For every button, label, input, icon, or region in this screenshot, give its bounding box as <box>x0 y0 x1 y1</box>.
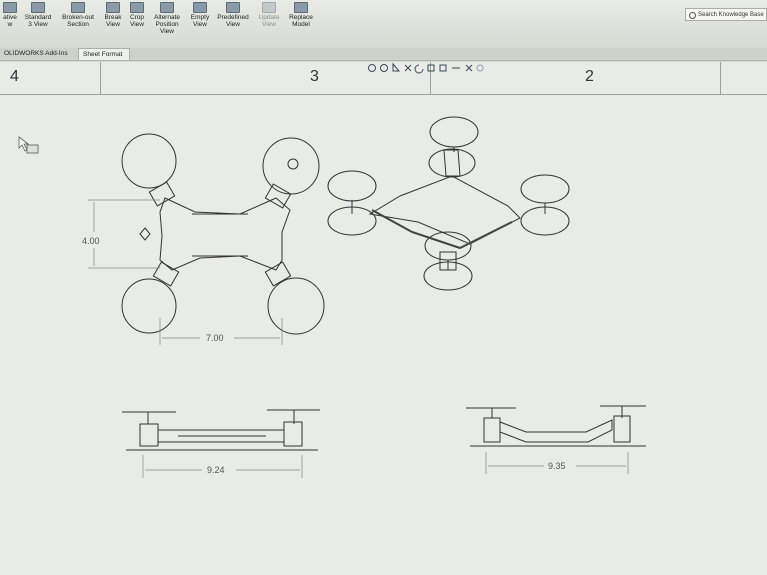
view-settings-icon[interactable] <box>476 64 484 72</box>
frame-rail <box>157 429 285 443</box>
frame-detail <box>192 213 248 257</box>
drawing-sheet[interactable]: 4 3 2 <box>0 62 767 575</box>
frame-body <box>368 175 521 245</box>
motor-hub <box>287 158 299 170</box>
button-label: Predefined View <box>217 14 249 28</box>
broken-out-section-button[interactable]: Broken-out Section <box>58 2 98 28</box>
search-placeholder: Search Knowledge Base <box>698 12 764 18</box>
command-manager-tabs: OLIDWORKS Add-Ins Sheet Format <box>0 48 767 61</box>
tab-label: Sheet Format <box>83 51 123 58</box>
update-view-button[interactable]: Update View <box>256 2 282 28</box>
previous-view-icon[interactable] <box>392 62 401 72</box>
cursor-icon <box>18 136 39 154</box>
motor-body <box>613 415 631 443</box>
hide-show-items-icon[interactable] <box>439 64 447 72</box>
replace-model-button[interactable]: Replace Model <box>286 2 316 28</box>
break-view-button[interactable]: Break View <box>101 2 125 28</box>
rotate-icon[interactable] <box>414 64 424 74</box>
zone-label-4: 4 <box>10 68 19 85</box>
alternate-position-view-icon <box>160 2 174 13</box>
button-label: Crop View <box>129 14 145 28</box>
propeller-disc <box>262 137 320 195</box>
propeller-disc <box>428 148 476 178</box>
zone-divider <box>430 62 431 94</box>
tab-solidworks-add-ins[interactable]: OLIDWORKS Add-Ins <box>0 48 76 60</box>
propeller-disc <box>267 277 325 335</box>
command-manager-ribbon: ative w Standard 3 View Broken-out Secti… <box>0 0 767 49</box>
zone-label-3: 3 <box>310 68 319 85</box>
motor-body <box>283 421 303 447</box>
arm-mount <box>443 149 461 177</box>
isometric-view[interactable] <box>327 116 570 291</box>
standard-3-view-button[interactable]: Standard 3 View <box>22 2 54 28</box>
frame-lattice <box>371 209 513 250</box>
predefined-view-icon <box>226 2 240 13</box>
zoom-to-fit-icon[interactable] <box>368 64 376 72</box>
arm-mount <box>264 183 292 209</box>
search-icon <box>689 12 696 19</box>
button-label: Alternate Position View <box>153 14 181 35</box>
display-style-icon[interactable] <box>427 64 435 72</box>
tab-sheet-format[interactable]: Sheet Format <box>78 48 130 60</box>
projected-view-icon <box>3 2 17 13</box>
propeller-disc <box>429 116 479 148</box>
motor-shaft <box>351 147 546 270</box>
button-label: Replace Model <box>289 14 313 28</box>
motor-body <box>483 417 501 443</box>
button-label: Update View <box>258 14 280 28</box>
zoom-to-area-icon[interactable] <box>380 64 388 72</box>
search-knowledge-base-input[interactable]: Search Knowledge Base <box>685 8 767 21</box>
sheet-zone-border: 4 3 2 <box>0 62 767 95</box>
predefined-view-button[interactable]: Predefined View <box>214 2 252 28</box>
dimension-height-label[interactable]: 4.00 <box>82 236 100 246</box>
zone-divider <box>720 62 721 94</box>
broken-out-section-icon <box>71 2 85 13</box>
alternate-position-view-button[interactable]: Alternate Position View <box>150 2 184 35</box>
crop-view-button[interactable]: Crop View <box>126 2 148 28</box>
arm-mount <box>264 261 292 287</box>
projected-view-button[interactable]: ative w <box>0 2 20 28</box>
front-view[interactable] <box>122 409 320 478</box>
top-view[interactable] <box>88 133 325 345</box>
button-label: ative w <box>3 14 17 28</box>
button-label: Break View <box>104 14 122 28</box>
propeller-disc <box>121 278 177 334</box>
dimension-width-label[interactable]: 9.35 <box>548 461 566 471</box>
dimension-width-label[interactable]: 7.00 <box>206 333 224 343</box>
crop-view-icon <box>130 2 144 13</box>
button-label: Empty View <box>190 14 210 28</box>
zone-label-2: 2 <box>585 68 594 85</box>
button-label: Broken-out Section <box>62 14 94 28</box>
tab-label: OLIDWORKS Add-Ins <box>4 50 68 57</box>
arm-mount <box>148 181 176 207</box>
arm-mount <box>439 251 457 271</box>
zone-divider <box>100 62 101 94</box>
heads-up-view-toolbar[interactable] <box>365 61 515 75</box>
motor-body <box>139 423 159 447</box>
empty-view-button[interactable]: Empty View <box>188 2 212 28</box>
standard-3-view-icon <box>31 2 45 13</box>
dimension-width-label[interactable]: 9.24 <box>207 465 225 475</box>
arm-mount <box>152 261 180 287</box>
side-view[interactable] <box>466 405 646 474</box>
frame-detail <box>139 227 151 241</box>
update-view-icon <box>262 2 276 13</box>
apply-scene-icon[interactable] <box>465 64 473 72</box>
propeller-disc <box>121 133 177 189</box>
frame-lattice <box>499 419 613 443</box>
propeller-disc <box>327 170 377 202</box>
button-label: Standard 3 View <box>24 14 52 28</box>
break-view-icon <box>106 2 120 13</box>
section-view-icon[interactable] <box>404 64 412 72</box>
propeller-disc <box>520 174 570 204</box>
replace-model-icon <box>294 2 308 13</box>
empty-view-icon <box>193 2 207 13</box>
frame-body <box>159 197 291 271</box>
